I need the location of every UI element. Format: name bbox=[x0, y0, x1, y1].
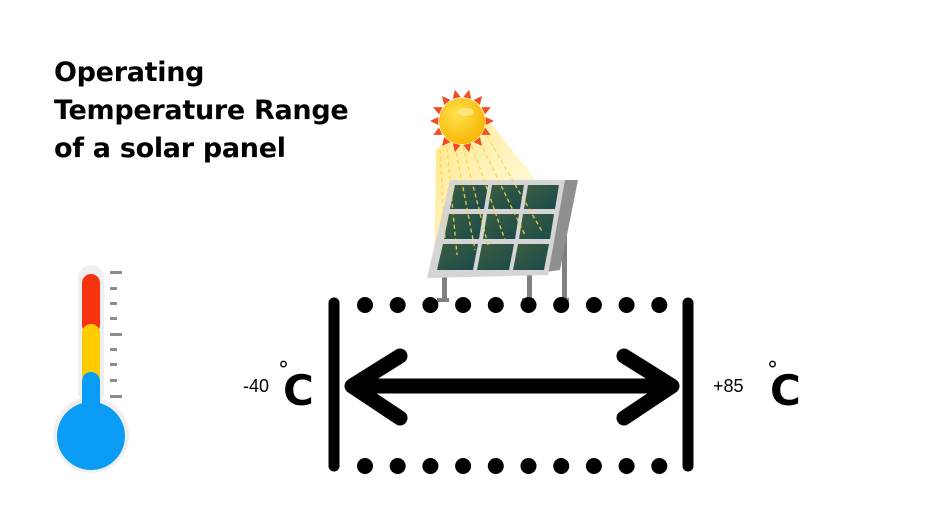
sun-icon bbox=[430, 89, 494, 153]
thermometer-red-segment bbox=[82, 274, 100, 334]
dot bbox=[520, 458, 537, 474]
sun-ray bbox=[452, 143, 461, 153]
sun-ray bbox=[463, 143, 472, 153]
dot bbox=[422, 297, 439, 313]
title-line-3: of a solar panel bbox=[54, 133, 286, 164]
solar-panel-icon bbox=[427, 135, 578, 302]
dot bbox=[487, 297, 504, 313]
sun-ray bbox=[433, 127, 443, 135]
thermometer-icon bbox=[53, 265, 129, 473]
sun-ray bbox=[433, 107, 443, 115]
dot bbox=[651, 297, 668, 313]
thermometer-yellow-segment bbox=[82, 324, 100, 384]
sun-ray bbox=[481, 127, 491, 135]
dot bbox=[389, 458, 406, 474]
title-line-2: Temperature Range bbox=[54, 95, 349, 126]
dotted-line-bottom bbox=[357, 458, 668, 474]
sun-ray bbox=[452, 89, 461, 99]
dot bbox=[553, 297, 570, 313]
min-temperature-label: -40 bbox=[243, 376, 269, 397]
sun-ray bbox=[485, 116, 494, 126]
max-degree-symbol: ° bbox=[767, 358, 778, 383]
dot bbox=[455, 297, 472, 313]
min-temperature-value: -40 bbox=[243, 376, 270, 396]
sun-ray bbox=[430, 116, 439, 126]
sun-ray bbox=[481, 107, 491, 115]
dot bbox=[618, 297, 635, 313]
max-temperature-value: +85 bbox=[713, 376, 744, 396]
dot bbox=[585, 458, 602, 474]
min-degree-symbol: ° bbox=[278, 358, 289, 383]
min-unit: C bbox=[283, 366, 314, 415]
dot bbox=[389, 297, 406, 313]
sun-ray bbox=[473, 95, 482, 106]
title-line-1: Operating bbox=[54, 57, 205, 88]
dot bbox=[357, 297, 373, 313]
dot bbox=[585, 297, 602, 313]
thermometer-scale bbox=[110, 271, 122, 398]
page-title: Operating Temperature Range of a solar p… bbox=[54, 54, 349, 168]
dotted-line-top bbox=[357, 297, 668, 313]
thermometer-bulb bbox=[57, 402, 125, 470]
dot bbox=[422, 458, 439, 474]
dot bbox=[618, 458, 635, 474]
sun-ray bbox=[463, 89, 472, 99]
dot bbox=[455, 458, 472, 474]
dot bbox=[357, 458, 373, 474]
sun-ray bbox=[442, 136, 451, 147]
dot bbox=[487, 458, 504, 474]
max-temperature-label: +85 bbox=[713, 376, 744, 397]
max-unit: C bbox=[770, 366, 801, 415]
sun-ray bbox=[442, 95, 451, 106]
dot bbox=[553, 458, 570, 474]
double-arrow-icon bbox=[344, 348, 680, 426]
dot bbox=[520, 297, 537, 313]
dot bbox=[651, 458, 668, 474]
sun-ray bbox=[473, 136, 482, 147]
